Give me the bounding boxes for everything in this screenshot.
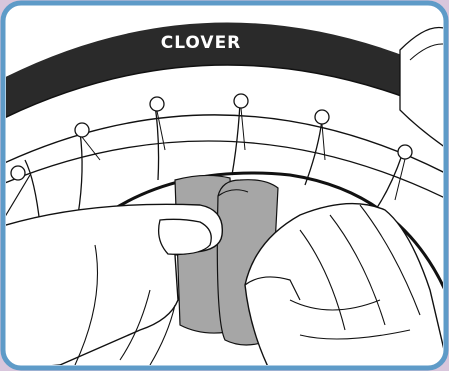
brand-label: CLOVER <box>161 33 242 53</box>
tie-knob <box>315 110 329 124</box>
tie-knob <box>234 94 248 108</box>
tie-knob <box>11 166 25 180</box>
left-thumb-nail <box>159 219 212 254</box>
tie-knob <box>75 123 89 137</box>
tie-knob <box>398 145 412 159</box>
tie-knob <box>150 97 164 111</box>
